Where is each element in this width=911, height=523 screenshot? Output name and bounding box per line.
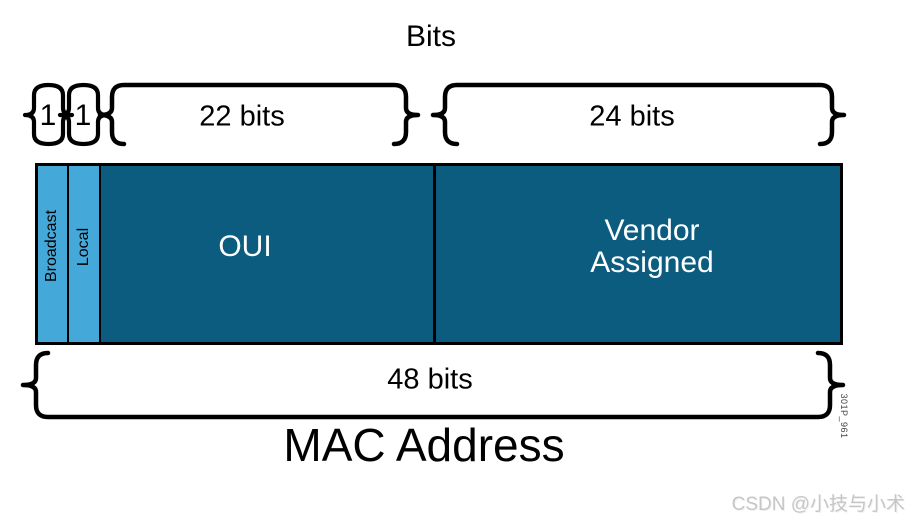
brace-broadcast-bit xyxy=(22,82,75,147)
vendor-field-label-line1: Vendor xyxy=(604,214,700,247)
vendor-field-label-line2: Assigned xyxy=(590,246,714,279)
bits-title: Bits xyxy=(405,20,457,53)
brace-22-bits xyxy=(97,82,421,147)
brace-48-bits xyxy=(20,350,846,420)
total-span-label: 48 bits xyxy=(387,363,473,396)
mac-address-bar-inner xyxy=(38,166,840,342)
oui-field-label: OUI xyxy=(218,230,272,263)
brace-24-bits xyxy=(430,82,847,147)
broadcast-field-label: Broadcast xyxy=(43,209,60,283)
local-field-label: Local xyxy=(75,227,92,267)
vendor-span-label: 24 bits xyxy=(589,100,675,133)
watermark: CSDN @小技与小术 xyxy=(731,494,905,515)
local-field xyxy=(69,166,101,342)
diagram-caption: MAC Address xyxy=(283,419,565,471)
mac-address-bar xyxy=(35,163,843,345)
oui-span-label: 22 bits xyxy=(199,100,285,133)
broadcast-field xyxy=(38,166,69,342)
vendor-field-label: Vendor Assigned xyxy=(590,215,713,279)
figure-id: 301P_961 xyxy=(839,393,849,439)
local-bit-value: 1 xyxy=(74,99,92,132)
oui-vendor-divider xyxy=(433,166,436,342)
broadcast-bit-value: 1 xyxy=(39,99,57,132)
brace-local-bit xyxy=(57,82,110,147)
